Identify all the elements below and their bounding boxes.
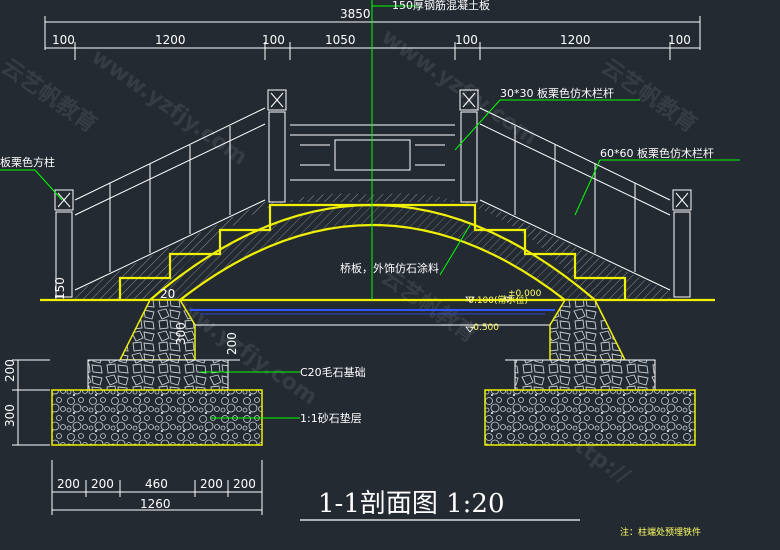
drawing-note: 注：柱端处预埋铁件	[620, 526, 701, 538]
abutment-right	[549, 299, 627, 361]
level-markers	[465, 296, 513, 333]
label-slab: 150厚钢筋混凝土板	[392, 0, 490, 12]
post-right-outer	[672, 189, 692, 298]
bridge-body-hatch	[75, 193, 670, 300]
dim-top-5: 100	[455, 33, 478, 47]
label-bridge-face: 桥板，外饰仿石涂料	[340, 261, 439, 275]
cushion-right	[484, 389, 696, 446]
foundation-right	[514, 359, 656, 391]
bottom-dimension-chain	[51, 460, 263, 515]
arch-ring	[150, 205, 595, 300]
dim-bottom-4: 200	[200, 477, 223, 491]
dim-top-3: 100	[262, 33, 285, 47]
left-dimension-chain	[12, 359, 50, 446]
channel-outline	[195, 324, 550, 361]
railing-right	[479, 107, 671, 291]
railing-left	[74, 107, 266, 291]
dim-top-6: 1200	[560, 33, 591, 47]
dim-top-4: 1050	[325, 33, 356, 47]
dim-top-2: 1200	[155, 33, 186, 47]
label-rail-large: 60*60 板栗色仿木栏杆	[600, 146, 714, 160]
post-left-outer	[54, 189, 74, 298]
label-foundation: C20毛石基础	[300, 366, 366, 379]
level-bottom: -0.500	[470, 323, 499, 333]
dim-top-1: 100	[52, 33, 75, 47]
dim-bottom-2: 200	[91, 477, 114, 491]
label-cushion: 1:1砂石垫层	[300, 411, 362, 425]
post-left-inner	[267, 89, 287, 203]
dim-bottom-1: 200	[57, 477, 80, 491]
drawing-title: 1-1剖面图 1:20	[318, 489, 505, 519]
dim-rail-height: 150	[53, 277, 67, 300]
watermark-url-1: www.yzfjy.com	[87, 44, 252, 170]
dim-left-1: 200	[3, 359, 17, 382]
watermark-brand-1: 云艺帆教育	[0, 54, 102, 138]
label-rail-small: 30*30 板栗色仿木栏杆	[500, 86, 614, 100]
dim-inner-2: 200	[225, 332, 239, 355]
dim-top-7: 100	[668, 33, 691, 47]
foundation-left	[87, 359, 229, 391]
dim-overall: 3850	[340, 7, 371, 21]
dim-left-2: 300	[3, 404, 17, 427]
water-line	[190, 309, 555, 315]
dim-bottom-total: 1260	[140, 497, 171, 511]
label-post: 板栗色方柱	[0, 155, 55, 169]
level-water: -0.100(常水位)	[465, 294, 528, 306]
leader-lines	[0, 0, 740, 419]
dim-bottom-3: 460	[145, 477, 168, 491]
dim-inner-3: 20	[160, 287, 175, 301]
dim-bottom-5: 200	[233, 477, 256, 491]
dim-inner-1: 300	[174, 322, 188, 345]
level-zero: ±0.000	[508, 289, 542, 299]
